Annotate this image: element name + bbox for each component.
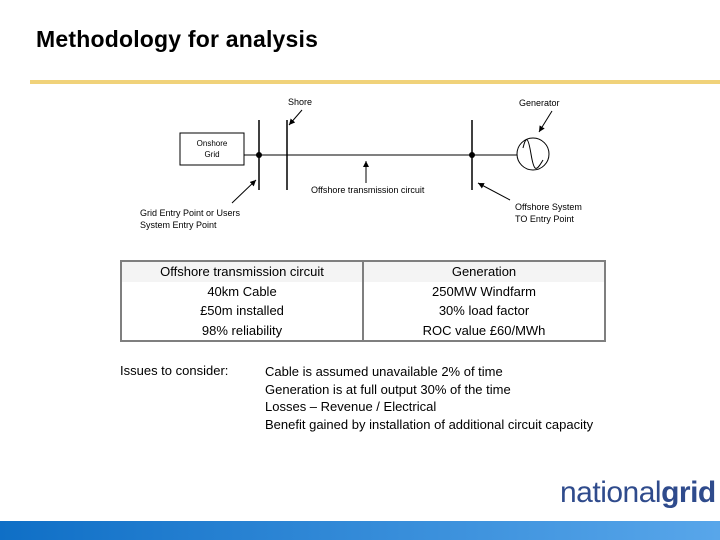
- grid-entry-arrow: [231, 179, 257, 204]
- list-item: Benefit gained by installation of additi…: [265, 416, 594, 432]
- table-row: 40km Cable 250MW Windfarm: [120, 281, 606, 301]
- list-item: Cable is assumed unavailable 2% of time: [265, 364, 503, 379]
- list-item: Losses – Revenue / Electrical: [265, 399, 437, 414]
- issues-label: Issues to consider:: [120, 363, 229, 378]
- onshore-grid-box: [179, 132, 245, 166]
- shore-label: Shore: [288, 97, 313, 107]
- table-cell: 98% reliability: [120, 320, 364, 342]
- list-item: Generation is at full output 30% of the …: [265, 381, 511, 397]
- table-header-generation: Generation: [362, 260, 606, 282]
- generator-label: Generator: [519, 98, 560, 108]
- generator-arrow: [538, 110, 553, 133]
- info-table: Offshore transmission circuit Generation…: [120, 260, 606, 342]
- national-grid-logo: nationalgrid: [560, 476, 716, 510]
- offshore-system-line2: TO Entry Point: [515, 214, 574, 224]
- page-title: Methodology for analysis: [36, 26, 319, 52]
- grid-entry-label: Grid Entry Point or Users System Entry P…: [140, 207, 240, 231]
- grid-entry-line2: System Entry Point: [140, 220, 217, 230]
- offshore-system-line1: Offshore System: [515, 202, 582, 212]
- onshore-grid-line1: Onshore: [196, 139, 228, 148]
- table-header-circuit: Offshore transmission circuit: [120, 260, 364, 282]
- generator-symbol: [522, 139, 544, 169]
- logo-part2: grid: [661, 476, 716, 509]
- offshore-circuit-label: Offshore transmission circuit: [311, 185, 425, 195]
- footer-bar: [0, 521, 720, 540]
- offshore-system-label: Offshore System TO Entry Point: [515, 201, 582, 225]
- table-row: Offshore transmission circuit Generation: [120, 260, 606, 282]
- logo-part1: national: [560, 476, 662, 509]
- table-cell: 30% load factor: [362, 301, 606, 321]
- issues-list: Cable is assumed unavailable 2% of time …: [265, 363, 593, 433]
- grid-entry-line1: Grid Entry Point or Users: [140, 208, 241, 218]
- offshore-connection-dot: [469, 152, 475, 158]
- table-cell: £50m installed: [120, 301, 364, 321]
- table-row: 98% reliability ROC value £60/MWh: [120, 320, 606, 342]
- offshore-system-arrow: [477, 182, 511, 201]
- table-cell: 40km Cable: [120, 281, 364, 301]
- title-divider: [30, 80, 720, 84]
- generator-circle: [516, 137, 550, 171]
- table-row: £50m installed 30% load factor: [120, 301, 606, 321]
- shore-arrow: [288, 109, 303, 126]
- onshore-grid-label: Onshore Grid: [180, 138, 244, 160]
- table-cell: 250MW Windfarm: [362, 281, 606, 301]
- table-cell: ROC value £60/MWh: [362, 320, 606, 342]
- grid-connection-dot: [256, 152, 262, 158]
- onshore-grid-line2: Grid: [204, 150, 220, 159]
